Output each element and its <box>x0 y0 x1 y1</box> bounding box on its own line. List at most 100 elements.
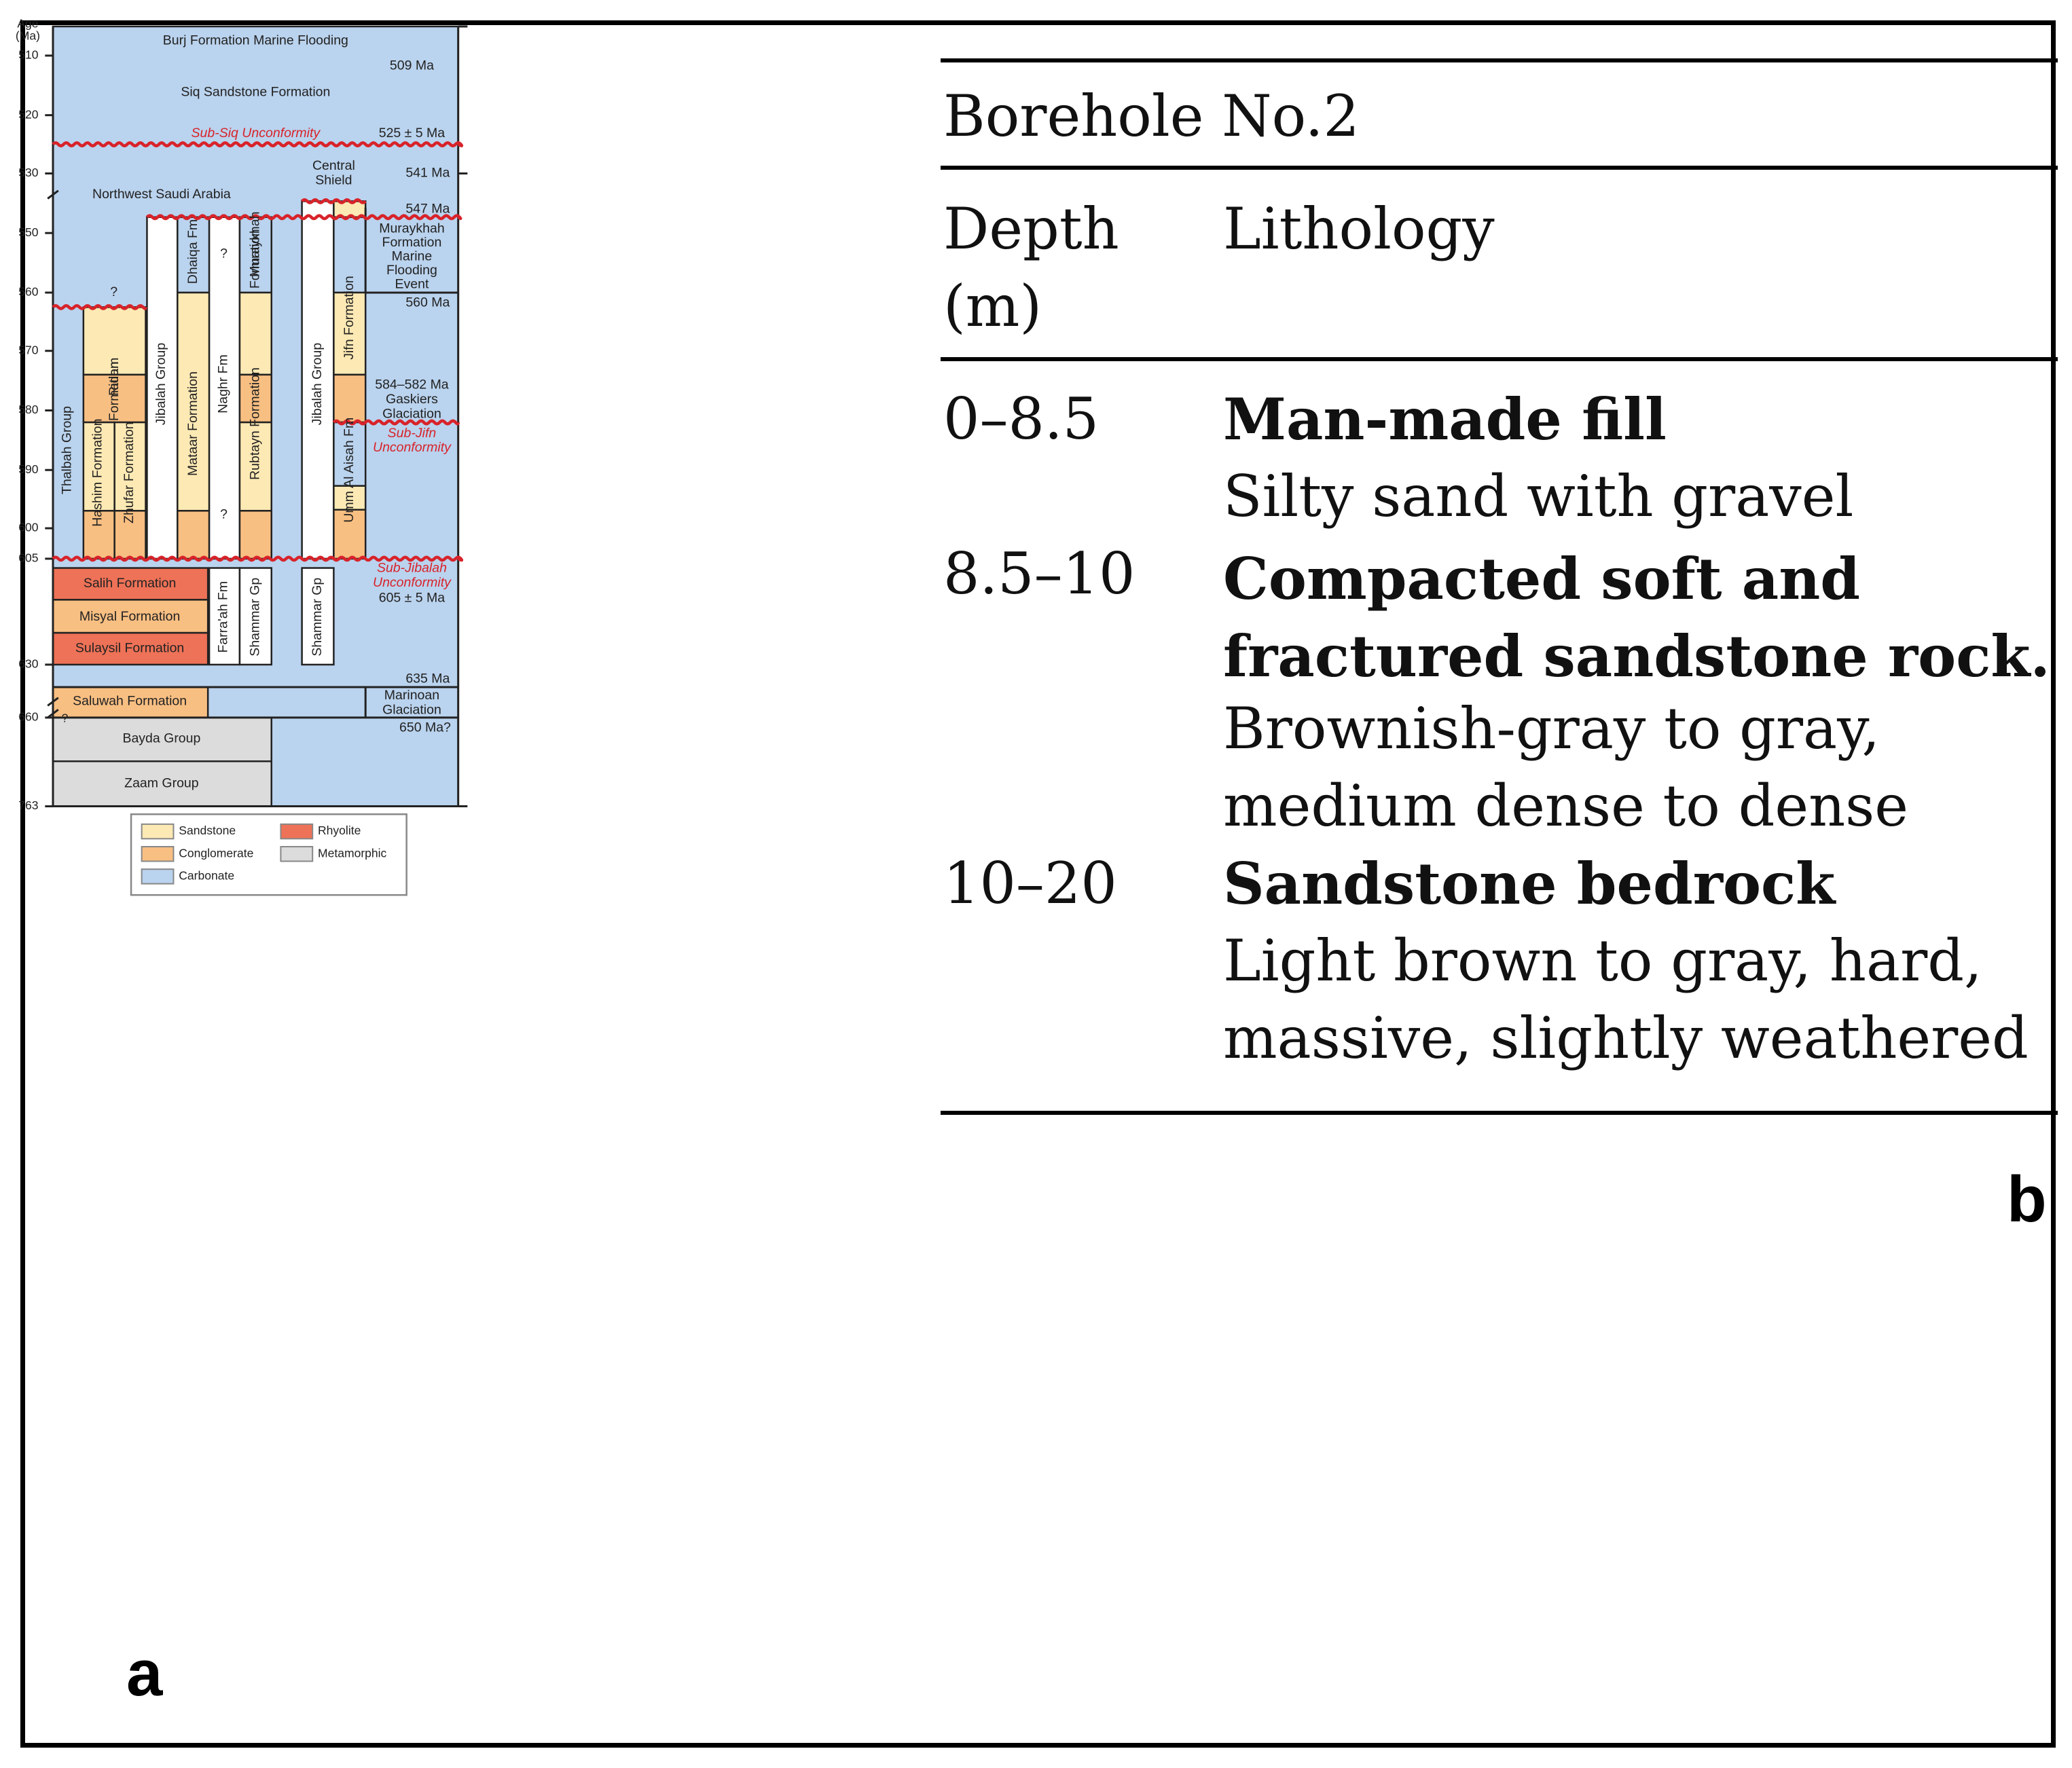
jifn-formation-label: Jifn Formation <box>342 276 357 360</box>
salih-formation-block <box>52 567 209 601</box>
rubtayn-formation-sandstone-lower <box>238 421 273 512</box>
jibalah-group-nw-column <box>146 216 179 560</box>
event-605-label: 605 ± 5 Ma <box>379 591 446 606</box>
naghr-formation-label: Naghr Fm <box>216 354 231 413</box>
row-lithology-desc: Brownish-gray to gray, <box>1223 695 1880 762</box>
central-shield-label: Central <box>312 158 355 173</box>
legend-swatch <box>141 868 175 885</box>
naghr-formation-column <box>208 216 241 560</box>
ridam-formation-label: Formation <box>107 361 122 421</box>
jibalah-group-cs-label: Jibalah Group <box>310 343 325 426</box>
row-lithology-desc: Silty sand with gravel <box>1223 463 1854 530</box>
ridam-top-unconformity-line <box>52 304 147 310</box>
gaskiers-glaciation-label: 584–582 Ma <box>375 377 449 392</box>
central-shield-unconformity-line <box>300 198 367 204</box>
axis-tick-label: 530 <box>18 166 39 179</box>
axis-tick-label: 560 <box>18 285 39 299</box>
misyal-formation-label: Misyal Formation <box>79 609 180 624</box>
row-depth: 10–20 <box>943 850 1117 917</box>
borehole-table-panel-b: Borehole No.2 Depth (m) Lithology 0–8.5 … <box>941 54 2058 1120</box>
muraykhah-event-label: Flooding <box>386 263 437 278</box>
shammar-group-cs-label: Shammar Gp <box>310 578 325 657</box>
table-title: Borehole No.2 <box>943 83 1360 149</box>
marinoan-glaciation-label: Marinoan <box>384 688 439 703</box>
question-mark: ? <box>220 507 228 522</box>
farraah-formation-column <box>208 567 241 666</box>
zhufar-formation-sandstone <box>113 421 147 512</box>
table-bottom-rule <box>941 1111 2058 1115</box>
dhaiqa-formation-label: Dhaiqa Fm <box>185 219 200 284</box>
jifn-formation-sandstone <box>333 291 367 376</box>
umm-al-aisah-formation-label: Umm Al Aisah Fm <box>342 418 357 523</box>
axis-tick-label: 605 <box>18 551 39 565</box>
central-shield-label: Shield <box>315 172 352 187</box>
shammar-group-nw-column <box>238 567 273 666</box>
axis-tick-label: 520 <box>18 107 39 121</box>
rubtayn-formation-label: Rubtayn Formation <box>248 367 263 480</box>
event-635-label: 635 Ma <box>405 671 450 686</box>
rubtayn-formation-sandstone <box>238 291 273 376</box>
axis-break-middle <box>47 697 59 707</box>
rubtayn-formation-conglomerate-lower <box>238 510 273 560</box>
muraykhah-event-label: Formation <box>382 235 442 250</box>
gaskiers-glaciation-label: Glaciation <box>382 407 441 422</box>
shammar-group-nw-label: Shammar Gp <box>248 578 263 657</box>
table-header-rule <box>941 357 2058 361</box>
event-650-label: 650 Ma? <box>399 720 451 735</box>
row-lithology-desc: Light brown to gray, hard, <box>1223 927 1982 994</box>
axis-break-lower <box>47 708 59 719</box>
gaskiers-glaciation-label: Gaskiers <box>386 392 438 407</box>
row-depth: 0–8.5 <box>943 386 1099 452</box>
saluwah-formation-label: Saluwah Formation <box>73 694 187 709</box>
question-mark: ? <box>110 284 117 299</box>
event-547-label: 547 Ma <box>405 201 450 216</box>
col-header-depth-unit: (m) <box>943 273 1042 339</box>
sulaysil-formation-block <box>52 631 209 666</box>
sub-jifn-unconformity-line <box>332 419 460 426</box>
event-541-label: 541 Ma <box>405 166 450 181</box>
row-lithology-title: Compacted soft and fractured sandstone r… <box>1223 545 2050 690</box>
sub-jifn-unconformity-label: Unconformity <box>373 440 452 455</box>
row-lithology-desc: massive, slightly weathered <box>1223 1005 2029 1071</box>
salih-formation-label: Salih Formation <box>84 576 177 591</box>
legend-label: Carbonate <box>179 869 234 883</box>
sub-jibalah-unconformity-label: Unconformity <box>373 575 452 590</box>
row-lithology-title: Man-made fill <box>1223 386 1667 453</box>
legend-label: Conglomerate <box>179 846 253 860</box>
farraah-formation-label: Farra'ah Fm <box>216 581 231 653</box>
legend-label: Metamorphic <box>318 846 387 860</box>
thalbah-group-label: Thalbah Group <box>60 406 75 494</box>
legend-swatch <box>141 846 175 862</box>
siq-formation-label: Siq Sandstone Formation <box>181 85 330 100</box>
axis-tick-label: 600 <box>18 521 39 534</box>
axis-tick-label: 763 <box>18 798 38 812</box>
legend-label: Sandstone <box>179 824 236 837</box>
muraykhah-formation-label: Muraykhah <box>248 212 263 277</box>
ridam-formation-conglomerate <box>82 373 147 424</box>
axis-tick-label: 550 <box>18 225 39 239</box>
axis-tick-label: 590 <box>18 462 39 476</box>
umm-al-aisah-sandstone <box>333 485 367 511</box>
unconformity-547-line <box>145 214 462 221</box>
sub-siq-unconformity-label: Sub-Siq Unconformity <box>192 126 321 141</box>
axis-title: Age <box>17 17 38 31</box>
zhufar-formation-label: Zhufar Formation <box>122 422 137 523</box>
hashim-formation-label: Hashim Formation <box>90 419 105 527</box>
jibalah-group-nw-label: Jibalah Group <box>153 343 168 426</box>
row-lithology-desc: medium dense to dense <box>1223 773 1908 839</box>
marinoan-glaciation-label: Glaciation <box>382 702 441 717</box>
axis-tick-label: 630 <box>18 657 39 671</box>
bayda-group-label: Bayda Group <box>122 731 200 745</box>
burj-formation-label: Burj Formation Marine Flooding <box>163 33 348 48</box>
question-mark: ? <box>220 246 228 261</box>
axis-tick-label: 570 <box>18 343 39 356</box>
muraykhah-event-label: Muraykhah <box>379 221 444 236</box>
col-header-lithology: Lithology <box>1223 196 1495 262</box>
row-lithology-title: Sandstone bedrock <box>1223 850 1836 917</box>
zhufar-formation-conglomerate <box>113 510 147 560</box>
muraykhah-formation-label: Formation <box>248 229 263 289</box>
col-header-depth: Depth <box>943 196 1119 262</box>
sub-jibalah-unconformity-line <box>52 555 464 562</box>
event-509-label: 509 Ma <box>390 58 434 73</box>
